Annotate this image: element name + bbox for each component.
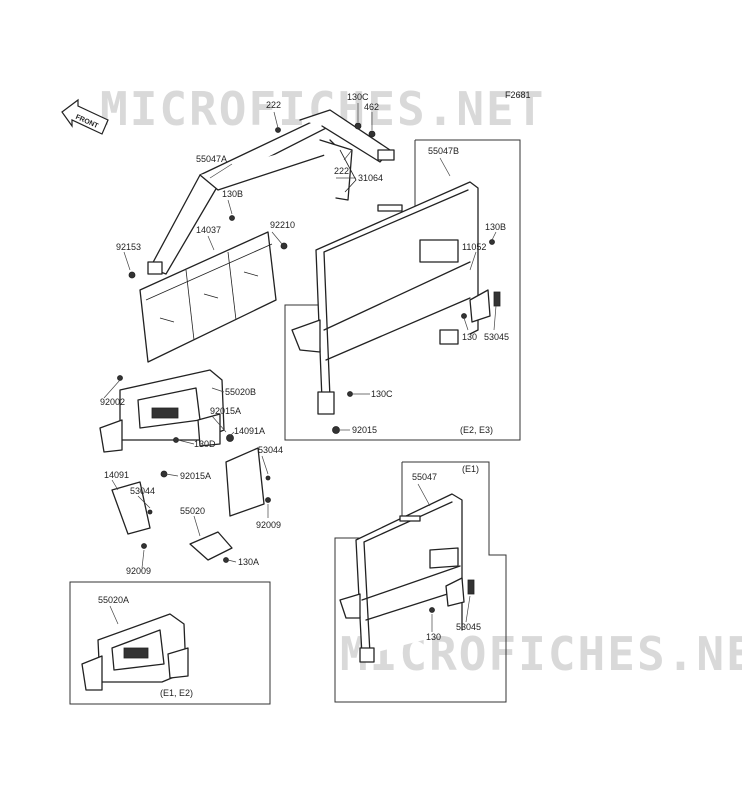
label-130c-mid: 130C bbox=[371, 389, 393, 399]
latch-53045-low bbox=[445, 577, 475, 607]
figure-code: F2681 bbox=[505, 90, 531, 100]
label-55047b: 55047B bbox=[428, 146, 459, 156]
label-55020a: 55020A bbox=[98, 595, 129, 605]
bumper-55020b bbox=[99, 369, 225, 453]
side-panel-14091 bbox=[111, 481, 151, 535]
label-14091a: 14091A bbox=[234, 426, 265, 436]
label-130b-left: 130B bbox=[222, 189, 243, 199]
label-130a: 130A bbox=[238, 557, 259, 567]
label-55020: 55020 bbox=[180, 506, 205, 516]
note-e2-e3: (E2, E3) bbox=[460, 425, 493, 435]
label-53045-low: 53045 bbox=[456, 622, 481, 632]
label-53044-right: 53044 bbox=[258, 445, 283, 455]
label-92015: 92015 bbox=[352, 425, 377, 435]
label-222-mid: 222 bbox=[334, 166, 349, 176]
part-labels: 222 130C 462 55047A 55047B 222 31064 130… bbox=[98, 92, 509, 642]
label-53044-left: 53044 bbox=[130, 486, 155, 496]
label-462: 462 bbox=[364, 102, 379, 112]
label-130d: 130D bbox=[194, 439, 216, 449]
label-55047a: 55047A bbox=[196, 154, 227, 164]
label-130b-right: 130B bbox=[485, 222, 506, 232]
label-222-top: 222 bbox=[266, 100, 281, 110]
roll-bar-55047a bbox=[147, 109, 395, 275]
bumper-55020a bbox=[81, 613, 189, 691]
roll-bar-55047b bbox=[291, 181, 479, 415]
note-e1-e2: (E1, E2) bbox=[160, 688, 193, 698]
hardware-dots bbox=[117, 122, 495, 613]
label-55020b: 55020B bbox=[225, 387, 256, 397]
box-e1-e2 bbox=[69, 581, 271, 705]
label-92210: 92210 bbox=[270, 220, 295, 230]
leader-lines bbox=[103, 103, 497, 632]
label-130c-top: 130C bbox=[347, 92, 369, 102]
note-e1: (E1) bbox=[462, 464, 479, 474]
label-53045-mid: 53045 bbox=[484, 332, 509, 342]
label-92009-right: 92009 bbox=[256, 520, 281, 530]
label-130-mid: 130 bbox=[462, 332, 477, 342]
label-92002: 92002 bbox=[100, 397, 125, 407]
label-130-low: 130 bbox=[426, 632, 441, 642]
label-55047: 55047 bbox=[412, 472, 437, 482]
roll-bar-55047 bbox=[339, 493, 463, 663]
label-31064: 31064 bbox=[358, 173, 383, 183]
window-net-14037 bbox=[139, 231, 277, 363]
latch-53045 bbox=[469, 289, 501, 323]
label-92009-left: 92009 bbox=[126, 566, 151, 576]
side-panel-14091a bbox=[225, 447, 265, 517]
label-92153: 92153 bbox=[116, 242, 141, 252]
bracket-55020 bbox=[189, 531, 233, 561]
label-92015a-2: 92015A bbox=[180, 471, 211, 481]
label-14037: 14037 bbox=[196, 225, 221, 235]
label-11052: 11052 bbox=[462, 242, 486, 252]
label-14091: 14091 bbox=[104, 470, 129, 480]
label-92015a-1: 92015A bbox=[210, 406, 241, 416]
